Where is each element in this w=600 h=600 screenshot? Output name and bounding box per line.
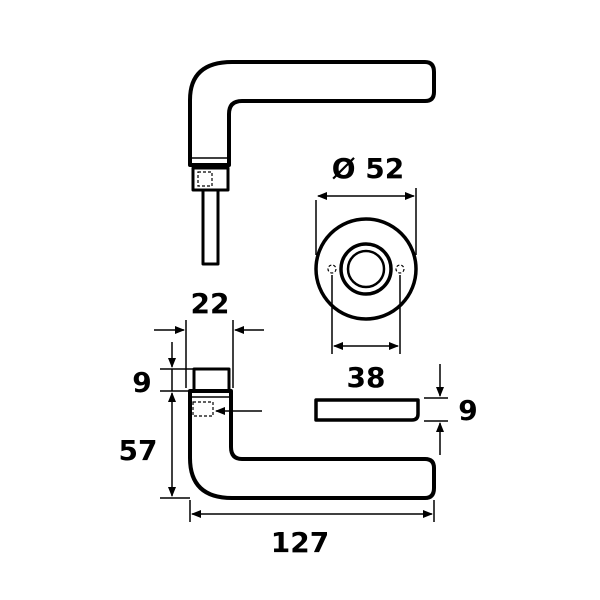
handle-height-label: 57 — [119, 434, 158, 467]
rose-side-profile — [314, 398, 420, 422]
neck-width-label: 22 — [191, 287, 230, 320]
rose-screw-hole-right — [395, 264, 405, 274]
top-lever-neck — [191, 166, 230, 192]
rose-thickness-label: 9 — [458, 394, 477, 427]
spindle — [201, 188, 220, 266]
neck-height-dimension: 9 — [132, 342, 194, 399]
rose-bore — [346, 249, 386, 289]
rose-inner-ring — [339, 242, 393, 296]
bottom-lever-grub-screw — [192, 401, 214, 417]
neck-height-label: 9 — [132, 366, 151, 399]
rose-inner-dimension: 38 — [331, 275, 401, 394]
top-lever-grub-screw — [197, 171, 213, 187]
rose-outer-circle — [314, 217, 418, 321]
rose-diameter-label: Ø 52 — [332, 152, 405, 185]
top-lever-outline — [188, 60, 436, 167]
bottom-lever-outline — [188, 389, 436, 500]
handle-length-dimension: 127 — [189, 500, 435, 559]
bottom-lever-neck — [192, 367, 231, 393]
top-lever-handle — [188, 60, 436, 266]
bottom-lever-handle — [188, 367, 436, 500]
rose-diameter-dimension: Ø 52 — [315, 152, 417, 255]
rose-screw-hole-left — [327, 264, 337, 274]
handle-height-dimension: 57 — [119, 392, 190, 499]
rose-side-view: 9 — [314, 364, 478, 455]
neck-width-dimension: 22 — [154, 287, 264, 388]
handle-length-label: 127 — [271, 526, 329, 559]
rose-front-view — [314, 217, 418, 321]
rose-inner-label: 38 — [347, 361, 386, 394]
